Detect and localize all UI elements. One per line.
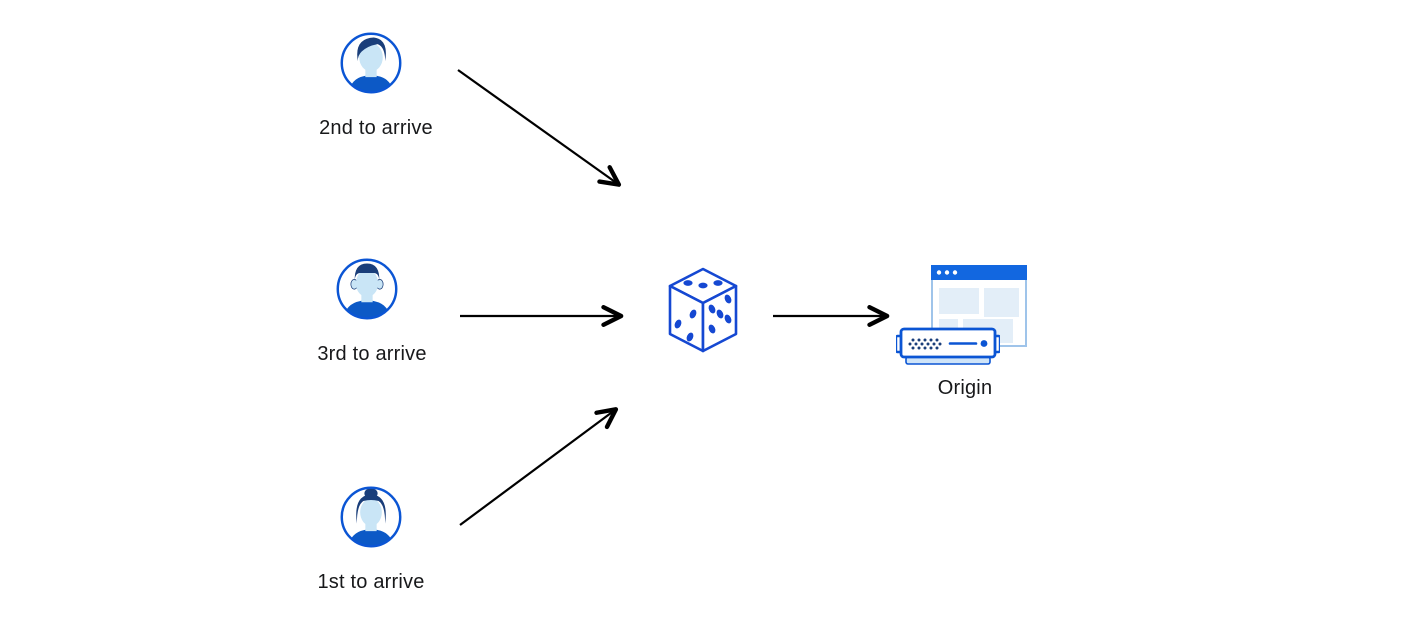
actor-label: 2nd to arrive — [319, 117, 433, 139]
randomizer-node — [667, 266, 739, 356]
user-avatar-male-swept-hair-icon — [340, 32, 402, 94]
user-avatar-female-bun-icon — [340, 486, 402, 548]
actor-1st-to-arrive: 1st to arrive — [317, 484, 424, 593]
actor-2nd-to-arrive: 2nd to arrive — [319, 30, 433, 139]
origin-node: Origin — [896, 263, 1046, 403]
arrow-1st-to-dice — [459, 407, 619, 526]
actor-label: 3rd to arrive — [317, 343, 427, 365]
dice-icon — [668, 267, 738, 353]
actor-label: 1st to arrive — [317, 571, 425, 593]
arrow-2nd-to-dice — [457, 69, 622, 187]
origin-label: Origin — [937, 377, 993, 399]
server-icon — [896, 327, 1000, 365]
user-avatar-male-short-hair-icon — [336, 258, 398, 320]
actor-3rd-to-arrive: 3rd to arrive — [317, 256, 426, 365]
dice-pips — [674, 280, 732, 342]
server-vent-dots — [908, 338, 942, 350]
